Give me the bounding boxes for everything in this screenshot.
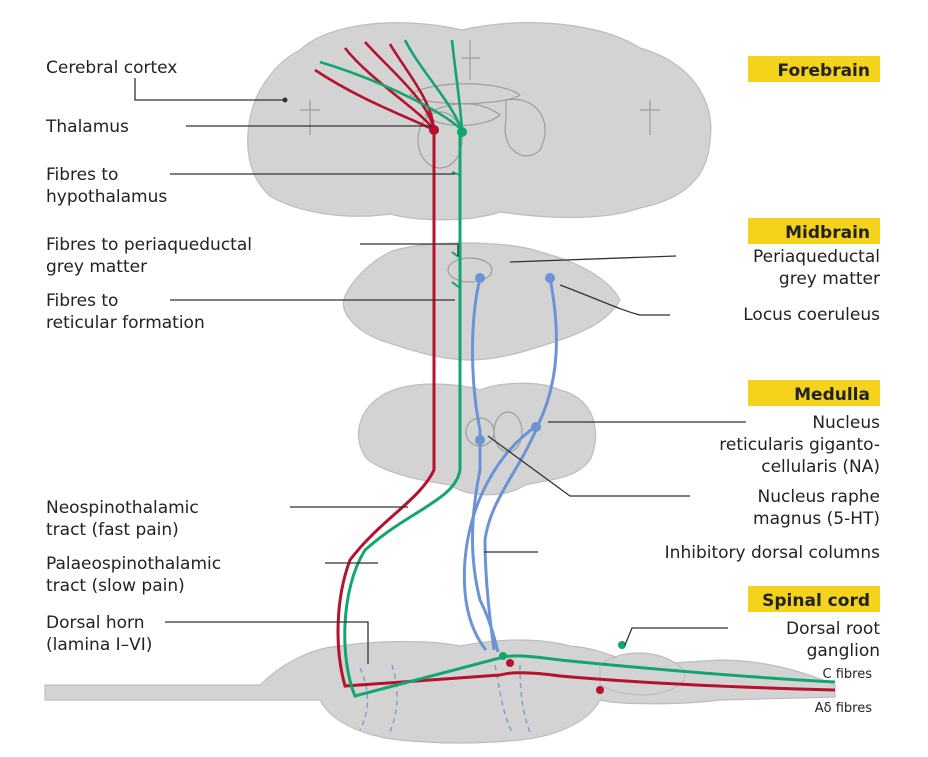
region-tag-spinal-cord: Spinal cord	[748, 586, 880, 612]
label-cerebral-cortex: Cerebral cortex	[46, 58, 177, 78]
label-nrg-line3: cellularis (NA)	[761, 457, 880, 477]
label-dorsal-horn-line2: (lamina I–VI)	[46, 635, 152, 655]
region-label-spinal-cord: Spinal cord	[762, 591, 870, 611]
label-nrg-line2: reticularis giganto-	[719, 435, 880, 455]
label-pag-line2: grey matter	[779, 269, 880, 289]
label-nrg-line1: Nucleus	[812, 413, 880, 433]
region-tag-forebrain: Forebrain	[748, 56, 880, 82]
label-nrm-line2: magnus (5-HT)	[753, 509, 880, 529]
region-tag-medulla: Medulla	[748, 380, 880, 406]
region-tag-midbrain: Midbrain	[748, 218, 880, 244]
label-fibres-reticular-line1: Fibres to	[46, 291, 118, 311]
label-fibres-hypothalamus-line1: Fibres to	[46, 165, 118, 185]
label-palaeospinothalamic-line1: Palaeospinothalamic	[46, 554, 221, 574]
label-fibres-hypothalamus-line2: hypothalamus	[46, 187, 167, 207]
region-label-midbrain: Midbrain	[785, 223, 870, 243]
label-inhibitory-dorsal-columns: Inhibitory dorsal columns	[665, 543, 880, 563]
label-locus-coeruleus: Locus coeruleus	[743, 305, 880, 325]
region-label-forebrain: Forebrain	[778, 61, 870, 81]
midbrain-section	[343, 243, 620, 360]
label-adelta-fibres: Aδ fibres	[815, 701, 872, 716]
label-c-fibres: C fibres	[823, 667, 873, 682]
region-label-medulla: Medulla	[794, 385, 870, 405]
label-drg-line2: ganglion	[807, 641, 880, 661]
label-neospinothalamic-line1: Neospinothalamic	[46, 498, 199, 518]
label-drg-line1: Dorsal root	[786, 619, 880, 639]
label-pag-line1: Periaqueductal	[753, 247, 880, 267]
forebrain-section	[248, 23, 711, 220]
label-palaeospinothalamic-line2: tract (slow pain)	[46, 576, 185, 596]
label-dorsal-horn-line1: Dorsal horn	[46, 613, 145, 633]
label-nrm-line1: Nucleus raphe	[758, 487, 881, 507]
spinal-cord-section	[45, 640, 835, 743]
label-fibres-pag-line1: Fibres to periaqueductal	[46, 235, 252, 255]
label-neospinothalamic-line2: tract (fast pain)	[46, 520, 179, 540]
label-fibres-reticular-line2: reticular formation	[46, 313, 205, 333]
label-thalamus: Thalamus	[45, 117, 129, 137]
label-fibres-pag-line2: grey matter	[46, 257, 147, 277]
